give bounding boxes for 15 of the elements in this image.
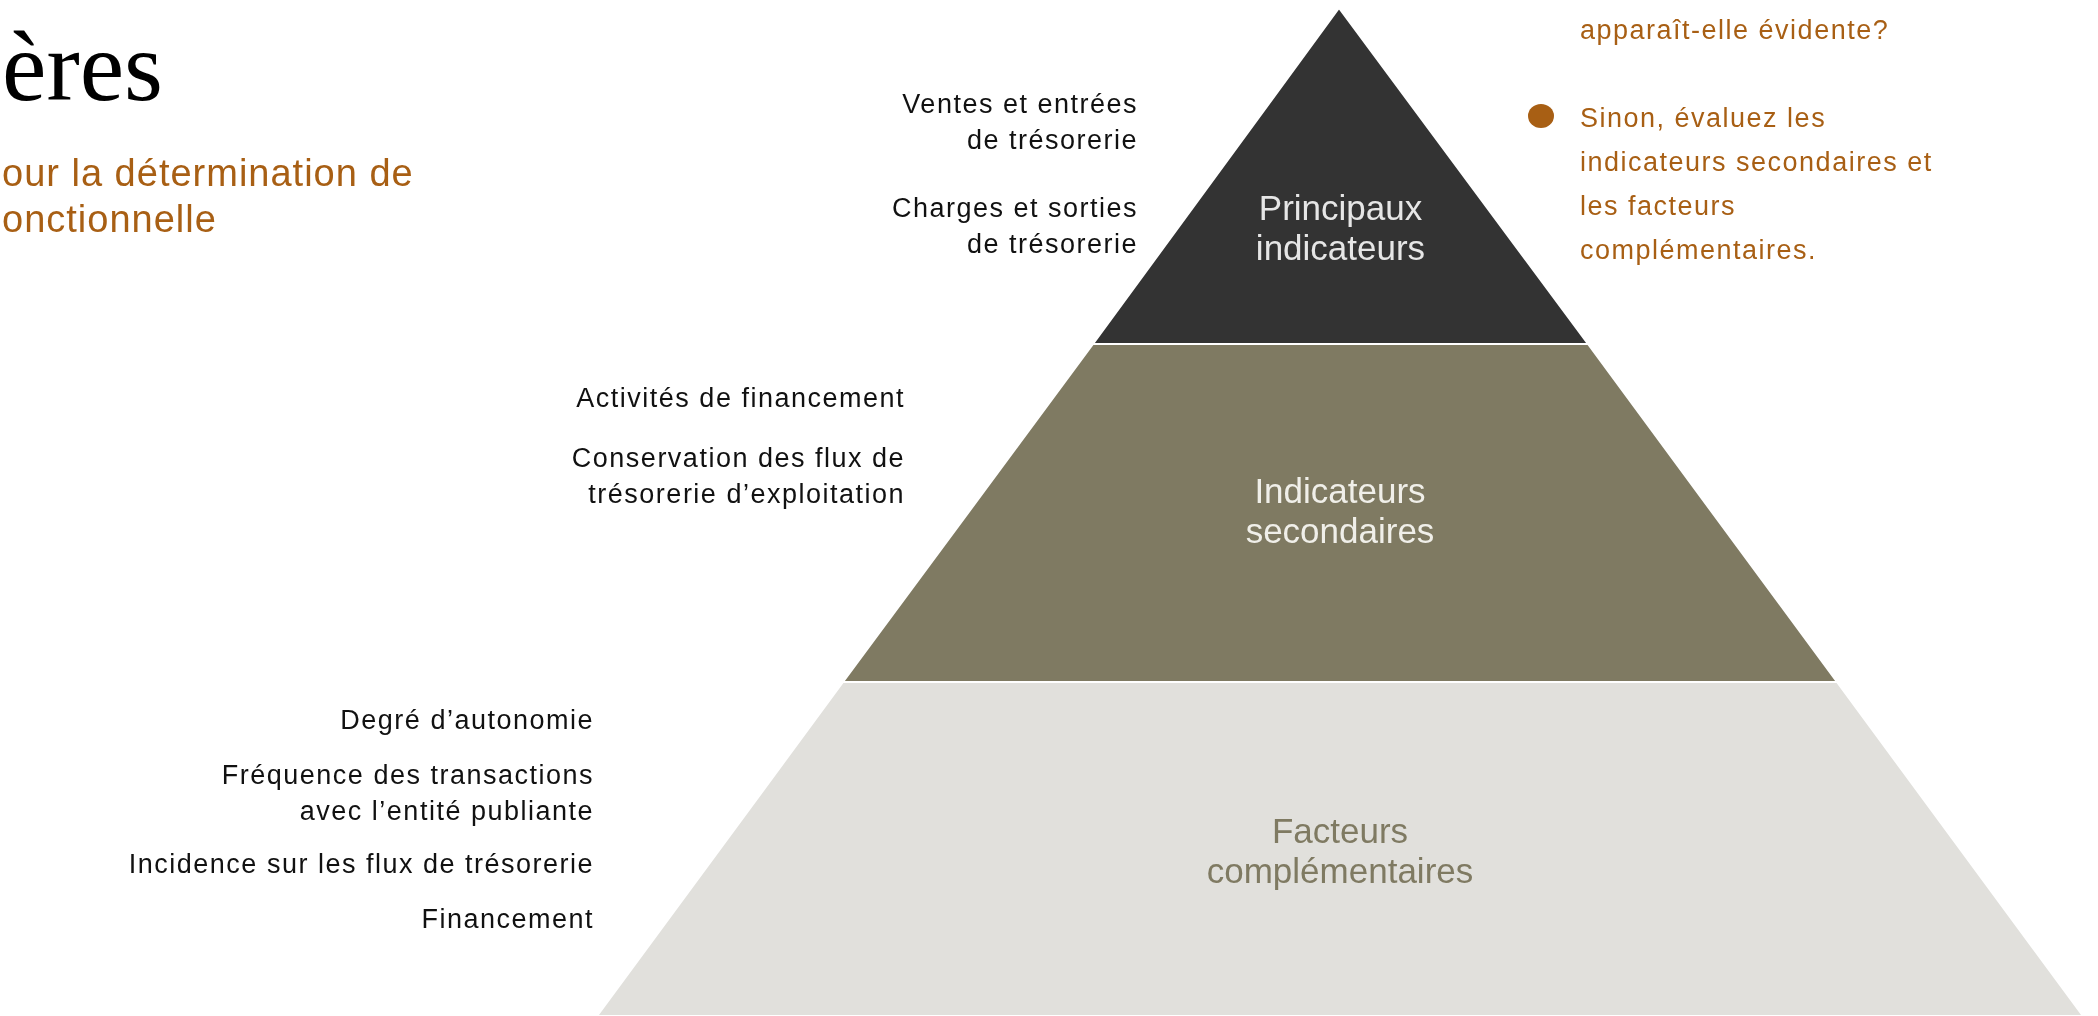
tier-label: Principaux indicateurs [1254,187,1427,269]
criterion-text: Conservation des flux de trésorerie d’exploitation [570,442,905,511]
criterion-text: Financement [420,903,594,936]
subtitle: our la détermination de onctionnelle [2,151,415,242]
criterion-text: Incidence sur les flux de trésorerie [127,848,594,881]
page-title: ères [2,12,163,122]
tier-label: Indicateurs secondaires [1244,470,1436,552]
criterion-text: Ventes et entrées de trésorerie [901,88,1138,157]
criterion-text: Activités de financement [575,382,905,415]
criterion-text: Degré d’autonomie [339,704,594,737]
bullet-text: Sinon, évaluez les indicateurs secondaires et les facteurs complémentaires. [1580,102,1934,267]
tier-label: Facteurs complémentaires [1205,810,1475,892]
criterion-text: Charges et sorties de trésorerie [890,192,1138,261]
criterion-text: Fréquence des transactions avec l’entité publiante [220,759,594,828]
note-text: apparaît-elle évidente? [1580,14,1891,47]
